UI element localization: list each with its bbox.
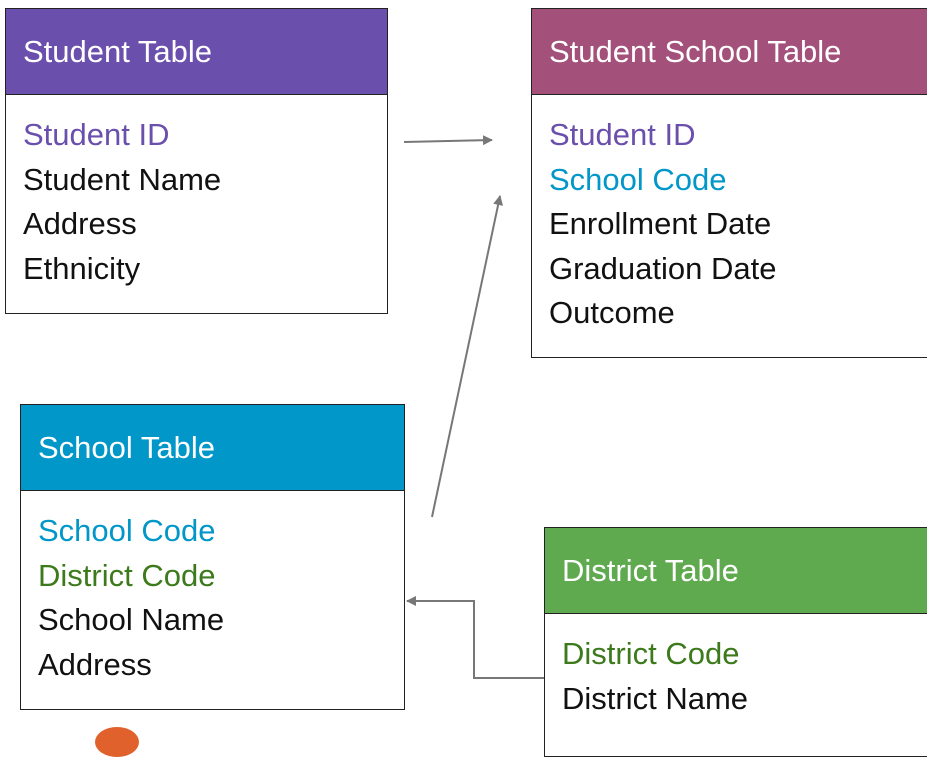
field-student-name: Student Name <box>23 161 222 197</box>
arrow-student-to-student-school <box>403 135 493 146</box>
student-table-header: Student Table <box>6 9 387 95</box>
arrow-district-to-school <box>406 596 544 679</box>
field-enrollment-date: Enrollment Date <box>549 206 772 241</box>
school-table: School Table School Code District Code S… <box>20 404 405 710</box>
field-graduation-date: Graduation Date <box>549 250 777 286</box>
school-table-fields: School Code District Code School Name Ad… <box>21 491 404 687</box>
student-school-table-header: Student School Table <box>532 9 927 95</box>
field-school-name: School Name <box>38 602 225 637</box>
student-school-table: Student School Table Student ID School C… <box>531 8 927 358</box>
student-school-table-fields: Student ID School Code Enrollment Date G… <box>532 95 927 336</box>
field-address: Address <box>38 646 152 682</box>
field-ethnicity: Ethnicity <box>23 250 141 286</box>
field-district-code: District Code <box>562 636 740 671</box>
decorative-shape <box>95 727 139 757</box>
field-outcome: Outcome <box>549 295 675 330</box>
school-table-header: School Table <box>21 405 404 491</box>
field-district-name: District Name <box>562 680 749 716</box>
student-table-fields: Student ID Student Name Address Ethnicit… <box>6 95 387 291</box>
district-table: District Table District Code District Na… <box>544 527 927 757</box>
relationship-arrows <box>403 135 544 679</box>
field-student-id: Student ID <box>23 117 170 152</box>
field-district-code: District Code <box>38 557 216 593</box>
field-school-code: School Code <box>38 513 216 548</box>
student-table: Student Table Student ID Student Name Ad… <box>5 8 388 314</box>
district-table-fields: District Code District Name <box>545 614 927 721</box>
field-school-code: School Code <box>549 161 727 197</box>
district-table-header: District Table <box>545 528 927 614</box>
field-address: Address <box>23 206 137 241</box>
field-student-id: Student ID <box>549 117 696 152</box>
arrow-school-to-student-school <box>431 195 504 518</box>
